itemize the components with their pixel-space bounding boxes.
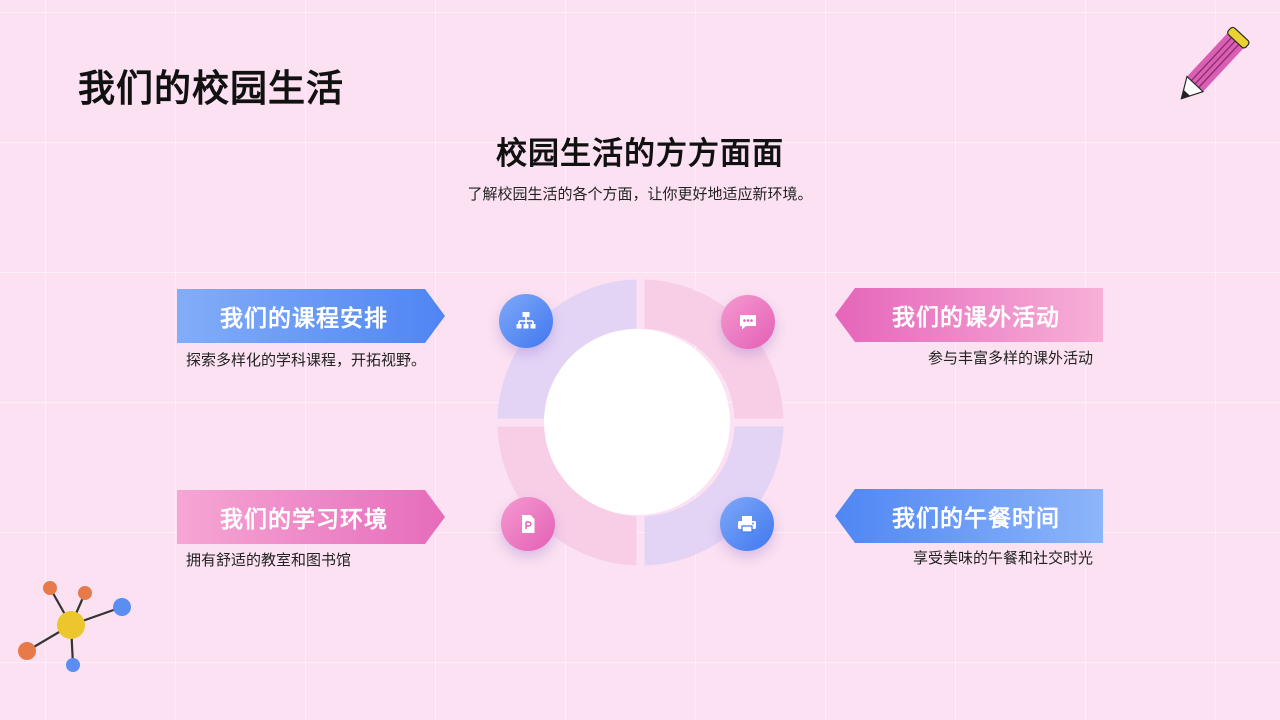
learning-environment-description: 拥有舒适的教室和图书馆 bbox=[186, 551, 352, 569]
pencil-icon bbox=[1180, 26, 1250, 100]
banner-title: 我们的学习环境 bbox=[220, 507, 388, 533]
banner-title: 我们的午餐时间 bbox=[892, 506, 1060, 532]
course-schedule-description: 探索多样化的学科课程，开拓视野。 bbox=[186, 351, 427, 369]
subtitle: 了解校园生活的各个方面，让你更好地适应新环境。 bbox=[467, 185, 813, 203]
ring-center bbox=[544, 329, 730, 515]
chat-icon bbox=[721, 295, 775, 349]
printer-icon bbox=[720, 497, 774, 551]
banner-lunch-time: 我们的午餐时间 bbox=[835, 489, 1103, 543]
lunch-time-description: 享受美味的午餐和社交时光 bbox=[912, 549, 1093, 567]
extracurricular-description: 参与丰富多样的课外活动 bbox=[927, 349, 1093, 367]
main-heading: 校园生活的方方面面 bbox=[496, 136, 784, 172]
ring-segment-bottom-left bbox=[497, 426, 637, 566]
ring-segment-bottom-right bbox=[644, 426, 784, 566]
ring-diagram bbox=[497, 279, 784, 566]
slide-title: 我们的校园生活 bbox=[78, 67, 344, 110]
ring-segment-top-right bbox=[644, 279, 784, 419]
banner-course-schedule: 我们的课程安排 bbox=[177, 289, 445, 343]
banner-title: 我们的课外活动 bbox=[892, 305, 1060, 331]
banner-title: 我们的课程安排 bbox=[220, 306, 388, 332]
sitemap-icon bbox=[499, 294, 553, 348]
document-icon bbox=[501, 497, 555, 551]
ring-segment-top-left bbox=[497, 279, 637, 419]
banner-extracurricular: 我们的课外活动 bbox=[835, 288, 1103, 342]
molecule-icon bbox=[18, 581, 131, 672]
banner-learning-environment: 我们的学习环境 bbox=[177, 490, 445, 544]
